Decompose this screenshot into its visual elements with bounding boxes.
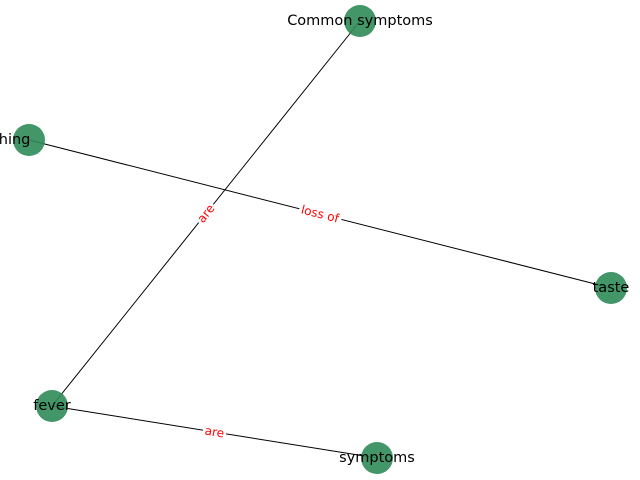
edge-label-background xyxy=(201,422,228,442)
node-taste[interactable] xyxy=(595,272,627,304)
node-label-symptoms: symptoms xyxy=(339,450,415,466)
node-label-taste: taste xyxy=(593,280,630,296)
node-label-common_symptoms: Common symptoms xyxy=(287,13,433,29)
nodes-layer xyxy=(13,5,627,474)
edge-label-group: loss of xyxy=(297,201,344,228)
edge-labels-layer: are loss of are xyxy=(192,199,344,442)
node-symptoms[interactable] xyxy=(361,442,393,474)
edge-label-background xyxy=(297,201,344,228)
edge-label-background xyxy=(192,199,220,228)
edge-label-group: are xyxy=(192,199,220,228)
node-common_symptoms[interactable] xyxy=(344,5,376,37)
node-fever[interactable] xyxy=(36,390,68,422)
node-label-breathing: reathing xyxy=(0,132,30,148)
node-labels-layer: Common symptoms reathing taste fever symptom… xyxy=(0,13,629,466)
edge-label: are xyxy=(204,424,225,441)
node-breathing[interactable] xyxy=(13,124,45,156)
edges-layer xyxy=(28,20,612,459)
edge-label-group: are xyxy=(201,422,228,442)
node-label-fever: fever xyxy=(33,398,71,414)
